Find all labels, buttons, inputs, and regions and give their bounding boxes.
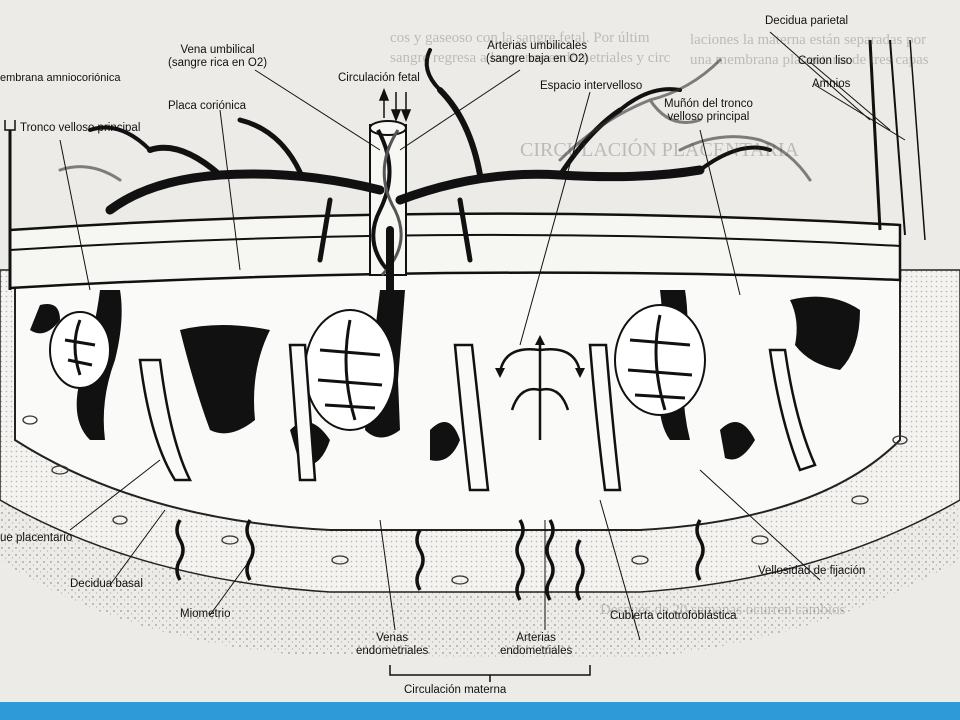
label-circulacion-fetal: Circulación fetal bbox=[338, 72, 420, 84]
label-vellosidad-fijacion: Vellosidad de fijación bbox=[758, 565, 866, 577]
villous-clusters bbox=[49, 304, 706, 431]
background-text-1: cos y gaseoso con la sangre fetal. Por ú… bbox=[390, 30, 650, 46]
label-decidua-basal: Decidua basal bbox=[70, 578, 143, 590]
maternal-bracket bbox=[389, 665, 591, 682]
label-espacio-intervelloso: Espacio intervelloso bbox=[540, 80, 643, 92]
label-decidua-parietal: Decidua parietal bbox=[765, 15, 849, 27]
anchoring-villi bbox=[30, 296, 860, 466]
background-text-6: Después de 20 semanas ocurren cambios bbox=[600, 602, 846, 618]
amnion-layer bbox=[868, 39, 882, 231]
label-circulacion-materna: Circulación materna bbox=[404, 684, 507, 696]
chorionic-plate bbox=[8, 212, 902, 290]
background-text-2: sangre regresa a las venas endometriales… bbox=[390, 50, 671, 66]
bottom-accent-bar bbox=[0, 702, 960, 720]
label-munon-tronco: Muñón del tronco velloso principal bbox=[664, 98, 753, 123]
label-membrana-amniocorionica: embrana amniocoriónica bbox=[0, 72, 121, 84]
background-text-5: CIRCULACIÓN PLACENTARIA bbox=[520, 139, 799, 161]
label-cubierta-citotrofoblastica: Cubierta citotrofoblástica bbox=[610, 610, 737, 622]
label-arterias-endometriales: Arterias endometriales bbox=[500, 632, 573, 657]
placental-septa bbox=[138, 343, 817, 492]
background-text-3: laciones la materna están separadas por bbox=[690, 32, 927, 48]
leader-lines bbox=[59, 31, 906, 641]
decidual-cells bbox=[22, 415, 908, 585]
fetal-vessels bbox=[88, 48, 772, 304]
label-vena-umbilical: Vena umbilical (sangre rica en O2) bbox=[168, 44, 268, 69]
endometrial-vessels bbox=[175, 519, 705, 601]
background-text-4: una membrana placentaria de tres capas bbox=[690, 52, 929, 68]
label-miometrio: Miometrio bbox=[180, 608, 231, 620]
fetal-circulation-arrows bbox=[378, 87, 412, 123]
villous-cluster-branches bbox=[64, 314, 693, 421]
label-venas-endometriales: Venas endometriales bbox=[356, 632, 429, 657]
label-tronco-velloso-principal: Tronco velloso principal bbox=[20, 122, 141, 134]
label-amnios: Amnios bbox=[812, 78, 851, 90]
label-placa-corionica: Placa coriónica bbox=[168, 100, 246, 112]
maternal-flow-arrows bbox=[498, 345, 582, 440]
label-corion-liso: Corion liso bbox=[798, 55, 853, 67]
label-tabique-placentario: ue placentario bbox=[0, 532, 73, 544]
label-arterias-umbilicales: Arterias umbilicales (sangre baja en O2) bbox=[486, 40, 589, 65]
